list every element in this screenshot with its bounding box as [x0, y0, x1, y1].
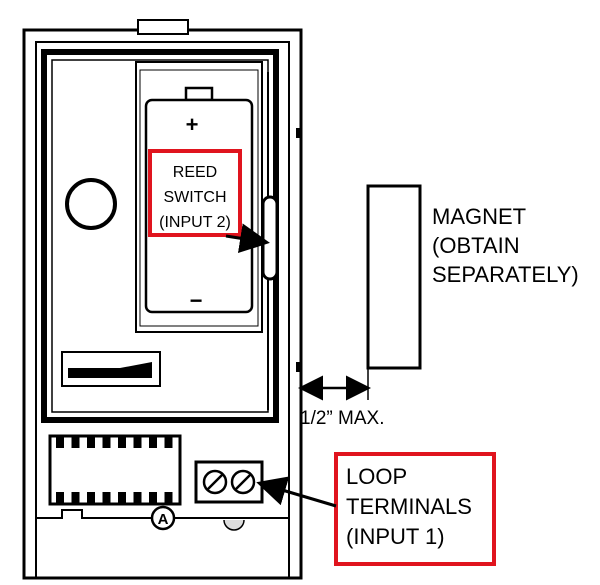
mounting-hole — [65, 178, 117, 230]
reed-switch-label-line3: (INPUT 2) — [159, 214, 231, 231]
chip-pin — [149, 492, 157, 504]
corner-mark-letter: A — [158, 511, 169, 528]
magnet-label-line1: MAGNET — [432, 204, 526, 229]
tamper-switch-lever — [68, 362, 152, 378]
chip-pins-top — [56, 436, 173, 448]
corner-mark-circle — [150, 505, 176, 531]
chip-module — [48, 434, 182, 506]
reed-switch-label-line1: REED — [173, 164, 217, 181]
magnet: MAGNET (OBTAIN SEPARATELY) — [366, 184, 579, 370]
battery-holder-inner — [139, 69, 259, 327]
battery-plus-sign: + — [186, 112, 199, 137]
reed-switch-highlight-box — [148, 149, 242, 237]
housing-inner-frame — [35, 41, 290, 579]
terminal-screw-left — [202, 469, 228, 495]
screw-slot — [234, 473, 252, 491]
chip-pin — [102, 492, 111, 504]
housing-top-tab — [137, 19, 189, 35]
battery-terminal-cap — [184, 86, 214, 102]
loop-terminals-arrow — [256, 476, 337, 508]
gap-label: 1/2” MAX. — [300, 408, 384, 429]
reed-switch-callout: REED SWITCH (INPUT 2) — [148, 149, 270, 254]
chip-pins-bottom — [56, 492, 173, 504]
reed-switch-label-line2: SWITCH — [163, 189, 226, 206]
chip-pin — [56, 436, 64, 448]
magnet-label-line3: SEPARATELY) — [432, 262, 579, 287]
release-tab — [223, 519, 245, 531]
loop-terminals-callout: LOOP TERMINALS (INPUT 1) — [256, 452, 496, 566]
chip-pin — [149, 436, 157, 448]
chip-pin — [87, 436, 95, 448]
loop-terminals-label-line3: (INPUT 1) — [346, 524, 445, 549]
chip-pin — [133, 436, 142, 448]
chip-pin — [164, 436, 173, 448]
tamper-switch — [61, 351, 161, 387]
chip-pin — [71, 492, 80, 504]
magnet-body — [366, 184, 422, 370]
chip-pin — [118, 436, 126, 448]
reed-switch-arrow — [225, 223, 270, 254]
screw-slot — [206, 473, 224, 491]
chip-pin — [87, 492, 95, 504]
gap-dimension: 1/2” MAX. — [298, 368, 384, 429]
reed-switch-capsule — [261, 195, 279, 281]
housing-side-tab-upper — [296, 128, 302, 138]
lower-board: A — [36, 434, 290, 531]
chip-pin — [71, 436, 80, 448]
bottom-contour — [36, 509, 290, 519]
chip-pin — [164, 492, 173, 504]
loop-terminals-highlight-box — [334, 452, 496, 566]
chip-pin — [133, 492, 142, 504]
housing-side-tab-lower — [296, 362, 302, 372]
chip-pin — [56, 492, 64, 504]
loop-terminals-label-line1: LOOP — [346, 464, 407, 489]
terminal-screw-right — [230, 469, 256, 495]
magnet-label-line2: (OBTAIN — [432, 233, 520, 258]
chip-pin — [102, 436, 111, 448]
battery-minus-sign: − — [190, 288, 203, 313]
loop-terminals-label-line2: TERMINALS — [346, 494, 472, 519]
chip-pin — [118, 492, 126, 504]
